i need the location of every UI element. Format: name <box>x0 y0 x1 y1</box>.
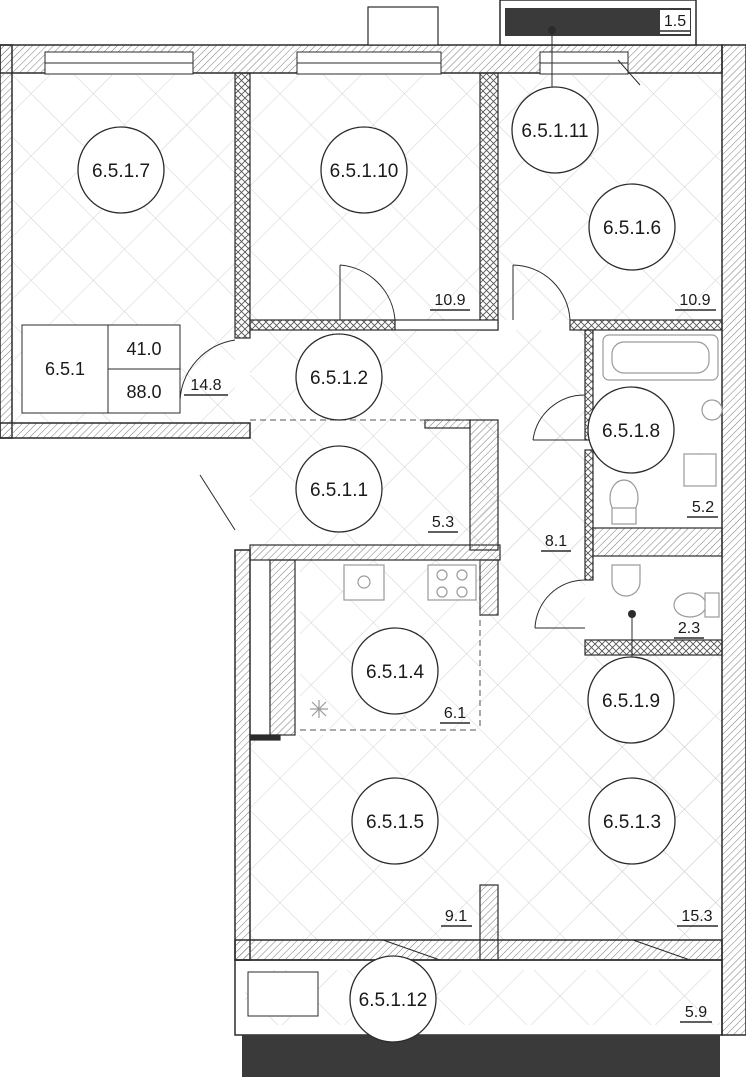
room-label-6-5-1-6: 6.5.1.6 <box>588 183 676 271</box>
area-6-5-1-3: 15.3 <box>681 908 712 925</box>
zone-separators <box>250 419 481 731</box>
room-label-6-5-1-12: 6.5.1.12 <box>349 955 437 1043</box>
area-6-5-1-10: 10.9 <box>434 292 465 309</box>
total-area: 88.0 <box>126 382 161 402</box>
area-6-5-1-2: 14.8 <box>190 377 221 394</box>
room-label-6-5-1-9: 6.5.1.9 <box>587 610 675 744</box>
room-label-6-5-1-7: 6.5.1.7 <box>77 126 165 214</box>
area-6-5-1-11: 1.5 <box>664 13 686 30</box>
area-6-5-1-5: 9.1 <box>445 908 467 925</box>
hood-icon <box>310 700 328 718</box>
room-label-6-5-1-11: 6.5.1.11 <box>511 26 599 174</box>
room-label-6-5-1-8: 6.5.1.8 <box>587 386 675 474</box>
apartment-code: 6.5.1 <box>45 359 85 379</box>
svg-text:6.5.1.12: 6.5.1.12 <box>359 990 428 1011</box>
room-areas: 10.9 10.9 1.5 14.8 5.3 5.2 8.1 2.3 6.1 9… <box>184 13 718 1023</box>
vent-box <box>367 6 439 46</box>
area-corridor: 8.1 <box>545 533 567 550</box>
loggia-top <box>499 0 697 46</box>
svg-text:6.5.1.3: 6.5.1.3 <box>603 812 661 833</box>
kitchen-fixtures <box>310 564 477 718</box>
interior-walls <box>234 72 723 961</box>
room-label-6-5-1-3: 6.5.1.3 <box>588 777 676 865</box>
area-6-5-1-8: 5.2 <box>692 499 714 516</box>
svg-text:6.5.1.11: 6.5.1.11 <box>521 121 588 142</box>
area-legend: 6.5.1 41.0 88.0 <box>21 324 181 414</box>
area-6-5-1-4: 6.1 <box>444 705 466 722</box>
balcony-bottom <box>234 959 723 1077</box>
room-label-6-5-1-10: 6.5.1.10 <box>320 126 408 214</box>
svg-text:6.5.1.4: 6.5.1.4 <box>366 662 425 683</box>
room-label-6-5-1-1: 6.5.1.1 <box>295 445 383 533</box>
room-label-6-5-1-5: 6.5.1.5 <box>351 777 439 865</box>
door-swings <box>179 59 691 961</box>
svg-text:6.5.1.10: 6.5.1.10 <box>330 161 399 182</box>
sink-icon <box>701 399 723 421</box>
svg-text:6.5.1.1: 6.5.1.1 <box>310 480 368 501</box>
svg-text:6.5.1.7: 6.5.1.7 <box>92 161 150 182</box>
svg-text:6.5.1.8: 6.5.1.8 <box>602 421 660 442</box>
room-labels: 6.5.1.7 6.5.1.10 6.5.1.11 6.5.1.6 6.5.1.… <box>77 26 676 1043</box>
svg-text:6.5.1.2: 6.5.1.2 <box>310 368 368 389</box>
living-area: 41.0 <box>126 339 161 359</box>
top-windows <box>44 51 629 75</box>
area-6-5-1-6: 10.9 <box>679 292 710 309</box>
svg-text:6.5.1.9: 6.5.1.9 <box>602 691 660 712</box>
svg-text:6.5.1.6: 6.5.1.6 <box>603 218 661 239</box>
room-label-6-5-1-2: 6.5.1.2 <box>295 333 383 421</box>
svg-text:6.5.1.5: 6.5.1.5 <box>366 812 424 833</box>
area-6-5-1-9: 2.3 <box>678 620 700 637</box>
bathroom-fixtures <box>602 334 723 618</box>
stove-icon <box>427 564 477 601</box>
area-6-5-1-1: 5.3 <box>432 514 454 531</box>
room-label-6-5-1-4: 6.5.1.4 <box>351 627 439 715</box>
area-6-5-1-12: 5.9 <box>685 1004 707 1021</box>
small-sink-icon <box>611 564 641 597</box>
small-toilet-icon <box>673 592 707 618</box>
